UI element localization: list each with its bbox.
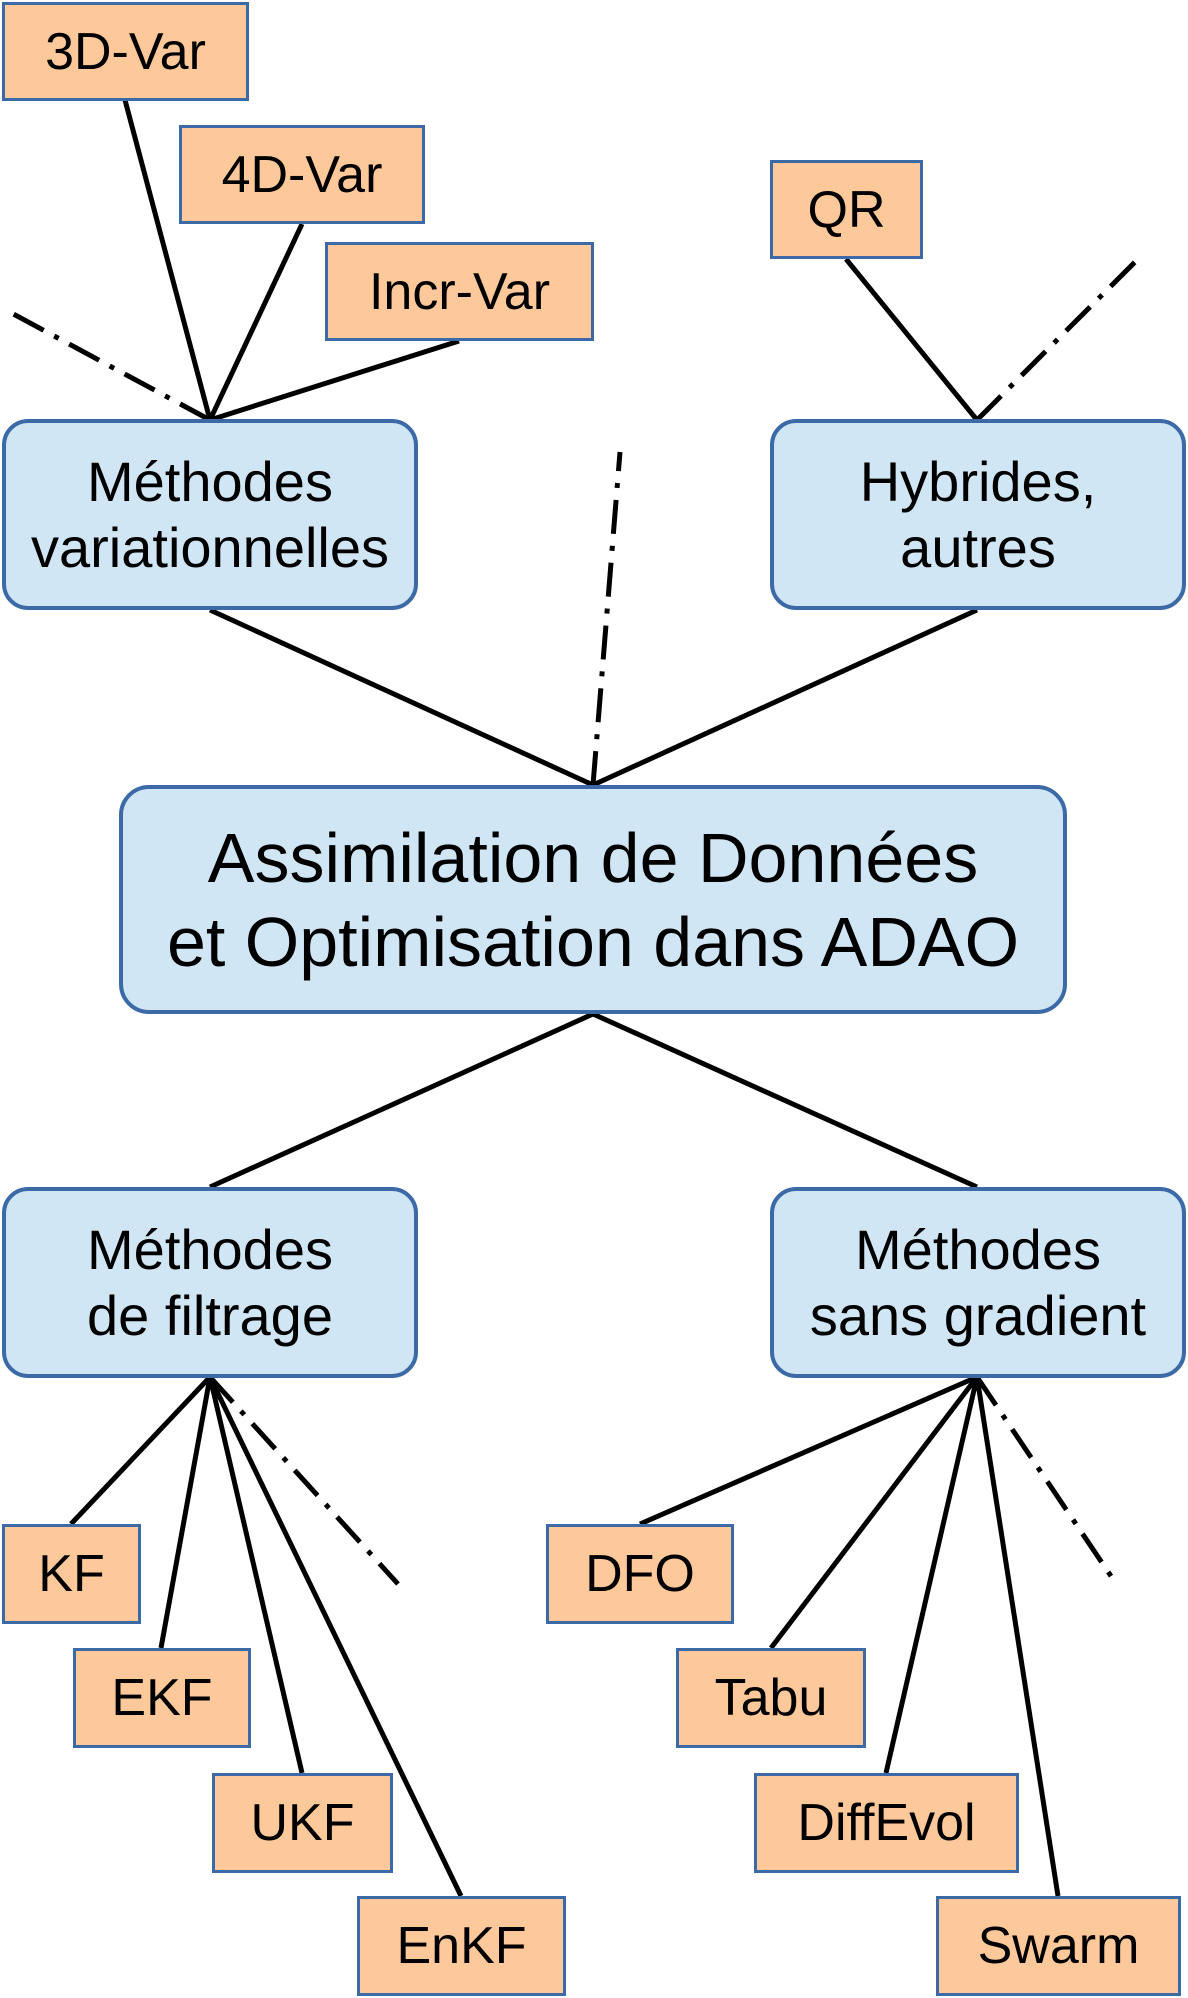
edge-variational-3dvar <box>122 99 213 421</box>
edge-root-variational <box>208 607 595 788</box>
edge-gradient-free-swarm <box>974 1376 1061 1897</box>
leaf-ekf: EKF <box>73 1648 251 1748</box>
leaf-diffevol: DiffEvol <box>754 1773 1019 1873</box>
leaf-qr-label: QR <box>807 180 886 239</box>
category-gradient-free-line2: sans gradient <box>809 1283 1147 1347</box>
edge-filtering-kf <box>69 1375 212 1526</box>
leaf-4d-var-label: 4D-Var <box>221 145 383 204</box>
leaf-tabu-label: Tabu <box>714 1669 828 1727</box>
leaf-ekf-label: EKF <box>111 1669 213 1727</box>
edge-gradient-free-dfo <box>639 1374 978 1527</box>
category-filtering-line2: de filtrage <box>87 1283 333 1347</box>
leaf-kf-label: KF <box>38 1545 105 1603</box>
category-variational-line1: Méthodes <box>87 449 333 513</box>
leaf-tabu: Tabu <box>676 1648 866 1748</box>
edge-gradient-free-others-dashed <box>974 1375 1120 1587</box>
leaf-ukf: UKF <box>212 1773 393 1873</box>
category-variational-methods: Méthodes variationnelles <box>2 419 418 610</box>
category-gradient-free-line1: Méthodes <box>855 1217 1101 1281</box>
leaf-enkf: EnKF <box>357 1896 566 1996</box>
edge-root-gradient-free <box>591 1011 979 1190</box>
leaf-dfo-label: DFO <box>585 1545 695 1603</box>
edge-gradient-free-diffevol <box>883 1376 980 1774</box>
leaf-incr-var-label: Incr-Var <box>368 262 551 321</box>
leaf-3d-var: 3D-Var <box>2 2 249 101</box>
edge-root-hybrid <box>591 607 979 788</box>
category-hybrid-line2: autres <box>900 515 1056 579</box>
category-variational-line2: variationnelles <box>31 515 389 579</box>
leaf-kf: KF <box>2 1524 141 1624</box>
root-title-line2: et Optimisation dans ADAO <box>166 902 1020 981</box>
leaf-swarm-label: Swarm <box>977 1917 1140 1975</box>
root-node-adao: Assimilation de Données et Optimisation … <box>119 785 1067 1014</box>
category-hybrid-line1: Hybrides, <box>859 449 1097 513</box>
leaf-incr-var: Incr-Var <box>325 242 594 341</box>
leaf-qr: QR <box>770 160 923 259</box>
edge-hybrid-others-dashed <box>975 260 1137 422</box>
edge-filtering-enkf <box>207 1375 464 1898</box>
leaf-diffevol-label: DiffEvol <box>797 1794 976 1852</box>
leaf-swarm: Swarm <box>936 1896 1181 1996</box>
leaf-ukf-label: UKF <box>250 1794 355 1852</box>
edge-variational-4dvar <box>207 222 305 422</box>
edge-root-others-dashed <box>590 451 623 786</box>
leaf-enkf-label: EnKF <box>396 1917 527 1975</box>
category-hybrid-others: Hybrides, autres <box>770 419 1186 610</box>
root-title-line1: Assimilation de Données <box>207 818 979 897</box>
edge-filtering-ekf <box>158 1376 213 1649</box>
edge-gradient-free-tabu <box>769 1375 979 1650</box>
edge-variational-others-dashed <box>4 307 212 423</box>
edge-hybrid-qr <box>844 257 979 422</box>
category-filtering-methods: Méthodes de filtrage <box>2 1187 418 1378</box>
edge-root-filtering <box>208 1011 595 1190</box>
edge-variational-incrvar <box>209 338 460 423</box>
leaf-3d-var-label: 3D-Var <box>45 22 206 81</box>
category-gradient-free-methods: Méthodes sans gradient <box>770 1187 1186 1378</box>
category-filtering-line1: Méthodes <box>87 1217 333 1281</box>
edge-filtering-ukf <box>207 1376 305 1774</box>
leaf-dfo: DFO <box>546 1524 734 1624</box>
leaf-4d-var: 4D-Var <box>179 125 425 224</box>
edge-filtering-others-dashed <box>208 1375 400 1586</box>
